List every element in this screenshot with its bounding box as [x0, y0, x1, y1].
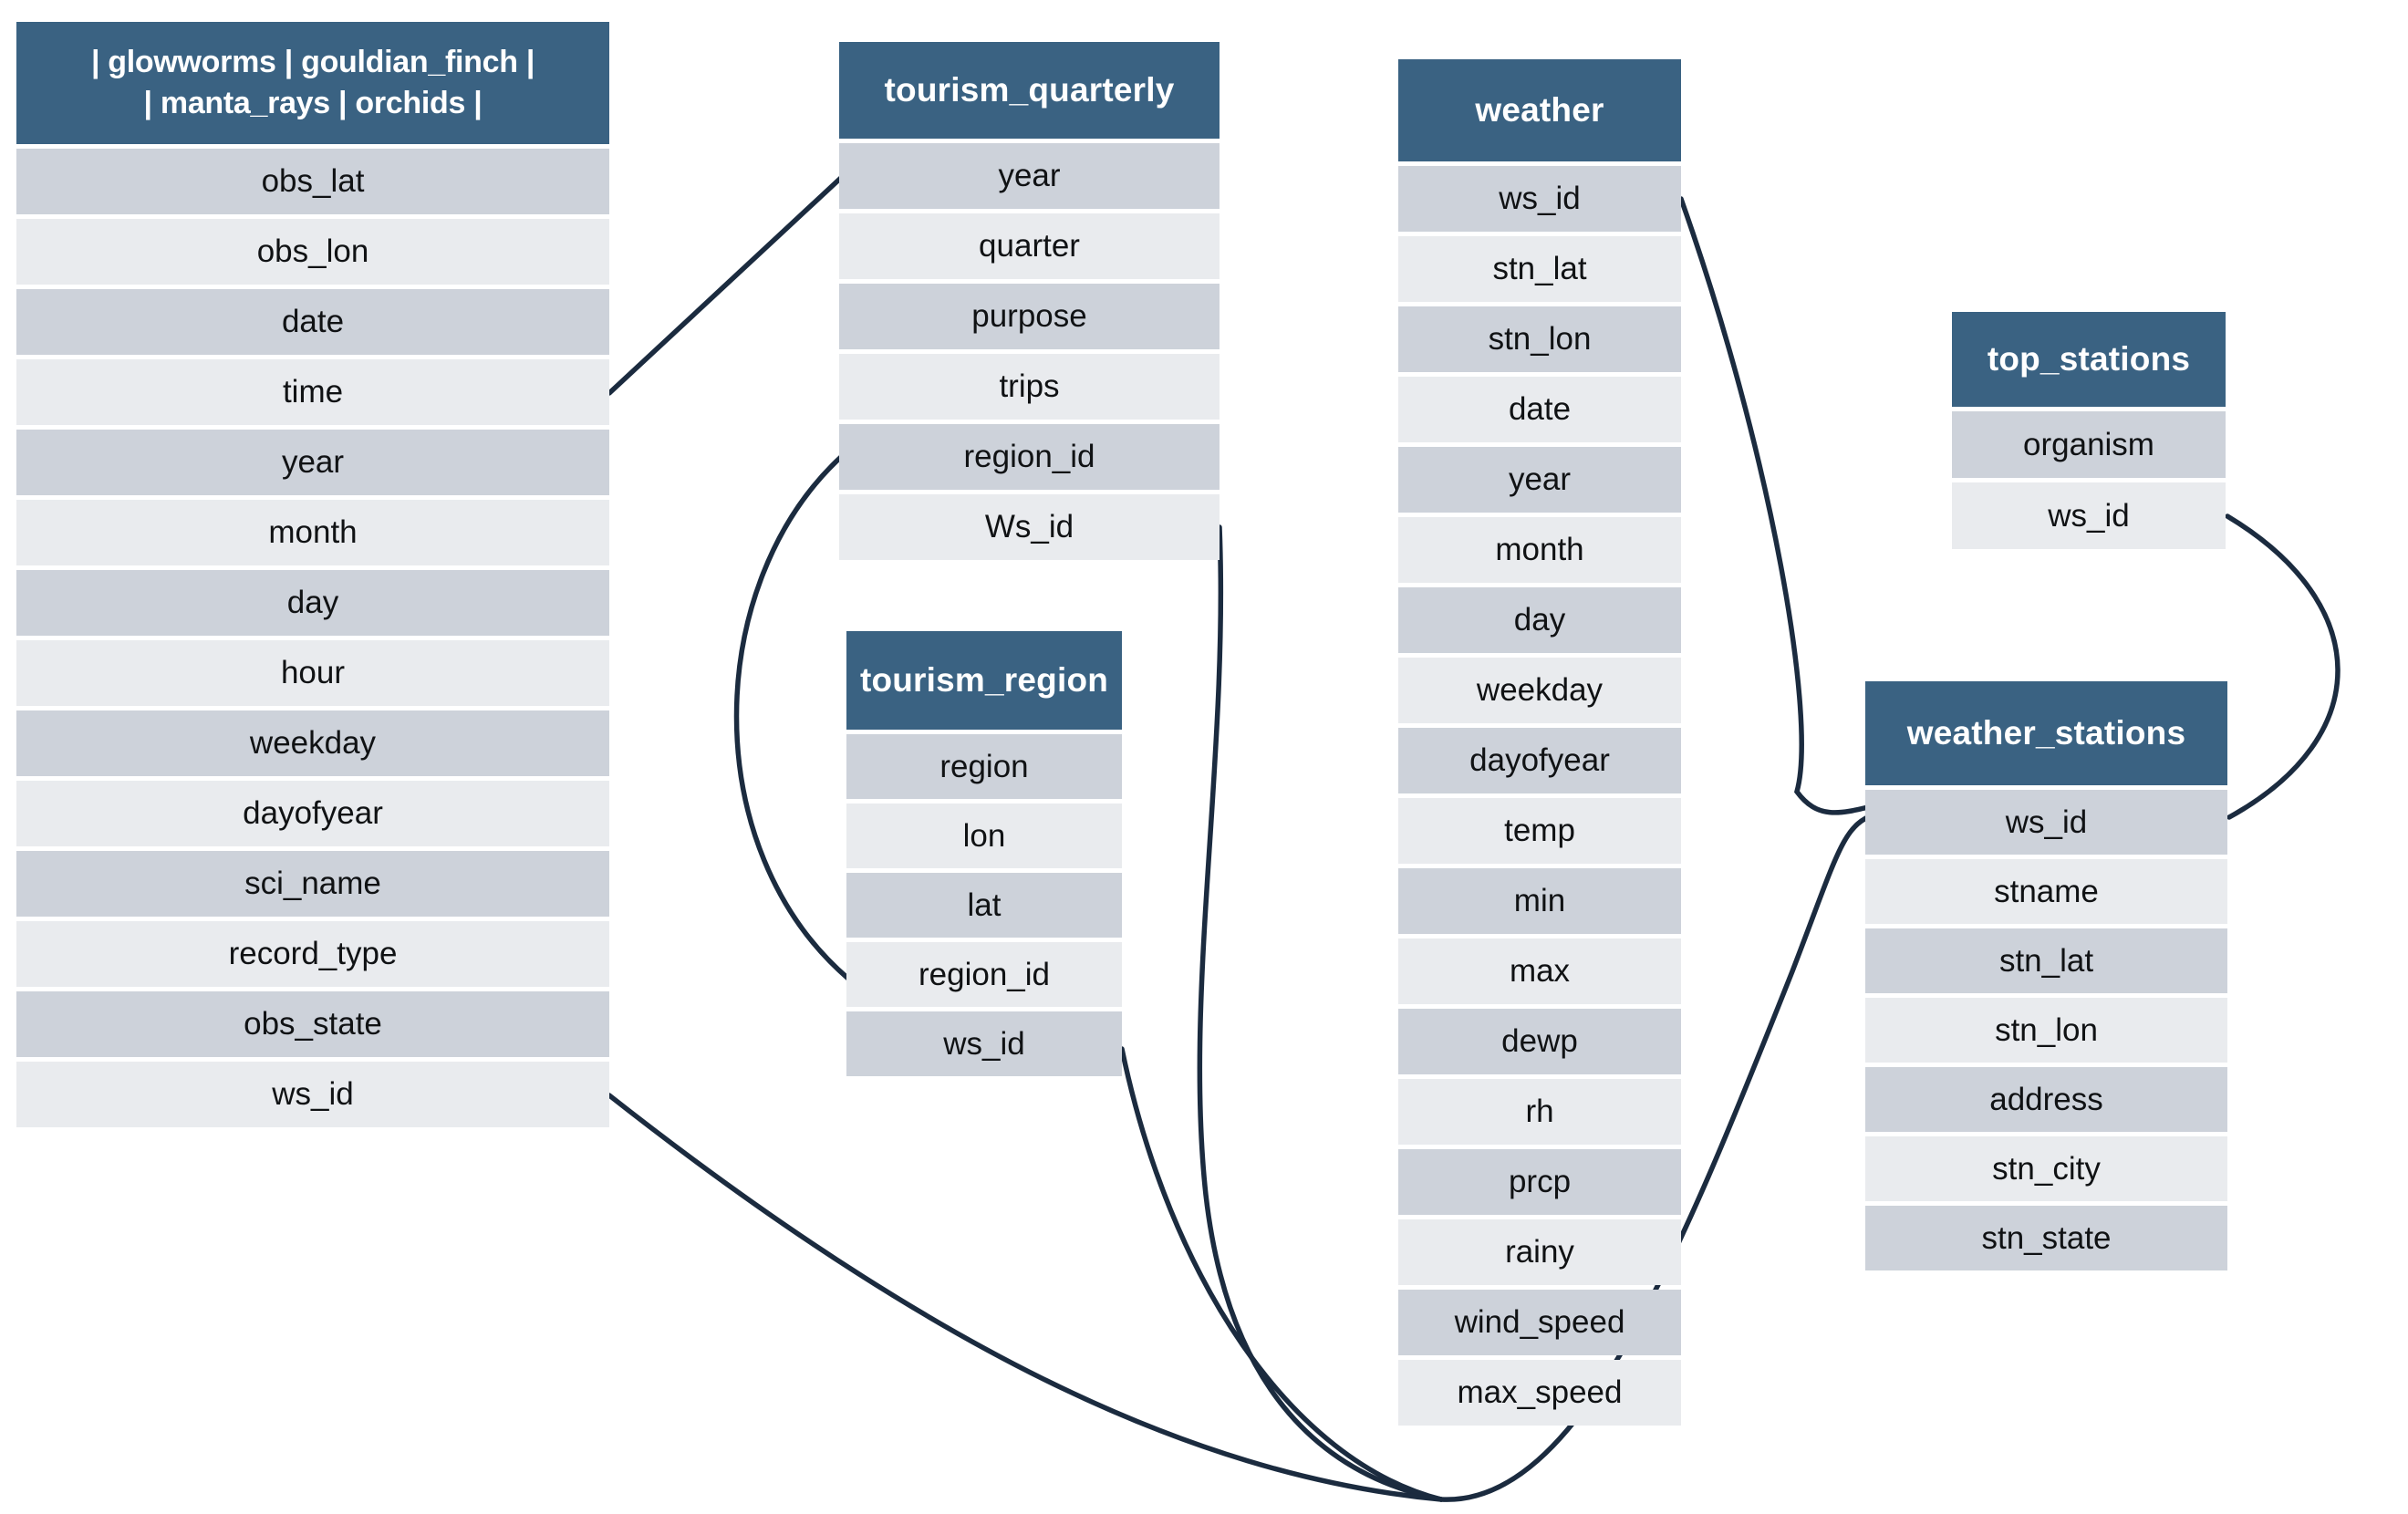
field-row: year [16, 430, 609, 495]
field-row: dewp [1398, 1009, 1681, 1074]
field-row: ws_id [846, 1011, 1122, 1076]
field-row: temp [1398, 798, 1681, 864]
field-row: stn_lon [1865, 998, 2227, 1063]
table-weather-stations-title: weather_stations [1906, 713, 2186, 752]
field-row: record_type [16, 921, 609, 987]
table-weather-title: weather [1475, 90, 1604, 129]
field-row: stn_state [1865, 1206, 2227, 1270]
table-top-stations: top_stations organism ws_id [1952, 312, 2226, 549]
field-row: prcp [1398, 1149, 1681, 1215]
table-observations-title-line1: | glowworms | gouldian_finch | [90, 45, 535, 80]
field-row: rh [1398, 1079, 1681, 1145]
field-row: organism [1952, 411, 2226, 478]
field-row: min [1398, 868, 1681, 934]
field-row: max_speed [1398, 1360, 1681, 1426]
table-tourism-quarterly: tourism_quarterly year quarter purpose t… [839, 42, 1220, 560]
field-row: quarter [839, 213, 1220, 279]
field-row: ws_id [16, 1062, 609, 1127]
table-tourism-region: tourism_region region lon lat region_id … [846, 631, 1122, 1076]
field-row: obs_lat [16, 149, 609, 214]
field-row: ws_id [1865, 790, 2227, 855]
field-row: day [1398, 587, 1681, 653]
table-tourism-region-title: tourism_region [859, 660, 1109, 699]
field-row: month [16, 500, 609, 565]
field-row: stn_lat [1865, 928, 2227, 993]
field-row: ws_id [1398, 166, 1681, 232]
field-row: stn_lon [1398, 306, 1681, 372]
field-row: year [1398, 447, 1681, 513]
field-row: hour [16, 640, 609, 706]
table-top-stations-header: top_stations [1952, 312, 2226, 407]
field-row: stn_lat [1398, 236, 1681, 302]
rel-weather-ws-id-to-weather-stations-ws-id [1678, 196, 1874, 815]
field-row: rainy [1398, 1219, 1681, 1285]
field-row: purpose [839, 284, 1220, 349]
field-row: day [16, 570, 609, 636]
field-row: dayofyear [16, 781, 609, 846]
rel-tourism-region-ws-id-to-junction [1119, 1046, 1444, 1502]
field-row: year [839, 143, 1220, 209]
field-row: date [1398, 377, 1681, 442]
rel-observations-ws-id-to-junction [607, 1093, 1444, 1502]
table-observations-header: | glowworms | gouldian_finch | | manta_r… [16, 22, 609, 144]
field-row: region_id [839, 424, 1220, 490]
field-row: obs_state [16, 991, 609, 1057]
field-row: weekday [16, 710, 609, 776]
rel-observations-time-to-tourism-quarterly-year [607, 174, 845, 396]
field-row: max [1398, 938, 1681, 1004]
field-row: ws_id [1952, 482, 2226, 549]
table-tourism-quarterly-header: tourism_quarterly [839, 42, 1220, 139]
table-tourism-quarterly-rows: year quarter purpose trips region_id Ws_… [839, 143, 1220, 560]
rel-tourism-quarterly-region-id-to-tourism-region-region-id [733, 454, 851, 981]
table-top-stations-title: top_stations [1987, 339, 2191, 378]
field-row: obs_lon [16, 219, 609, 285]
table-observations: | glowworms | gouldian_finch | | manta_r… [16, 22, 609, 1127]
table-tourism-region-header: tourism_region [846, 631, 1122, 730]
table-weather: weather ws_id stn_lat stn_lon date year … [1398, 59, 1681, 1426]
field-row: address [1865, 1067, 2227, 1132]
rel-top-stations-ws-id-to-weather-stations-ws-id [2225, 513, 2341, 820]
table-top-stations-rows: organism ws_id [1952, 411, 2226, 549]
field-row: stn_city [1865, 1136, 2227, 1201]
field-row: time [16, 359, 609, 425]
table-weather-stations-rows: ws_id stname stn_lat stn_lon address stn… [1865, 790, 2227, 1270]
field-row: wind_speed [1398, 1290, 1681, 1355]
field-row: Ws_id [839, 494, 1220, 560]
field-row: weekday [1398, 658, 1681, 723]
table-weather-stations-header: weather_stations [1865, 681, 2227, 785]
field-row: lat [846, 873, 1122, 938]
field-row: trips [839, 354, 1220, 420]
table-observations-rows: obs_lat obs_lon date time year month day… [16, 149, 609, 1127]
field-row: month [1398, 517, 1681, 583]
field-row: dayofyear [1398, 728, 1681, 793]
field-row: region [846, 734, 1122, 799]
field-row: sci_name [16, 851, 609, 917]
field-row: region_id [846, 942, 1122, 1007]
table-weather-rows: ws_id stn_lat stn_lon date year month da… [1398, 166, 1681, 1426]
field-row: stname [1865, 859, 2227, 924]
table-weather-stations: weather_stations ws_id stname stn_lat st… [1865, 681, 2227, 1270]
table-observations-title-line2: | manta_rays | orchids | [143, 86, 483, 120]
field-row: lon [846, 804, 1122, 868]
table-weather-header: weather [1398, 59, 1681, 161]
field-row: date [16, 289, 609, 355]
table-tourism-quarterly-title: tourism_quarterly [884, 70, 1175, 109]
table-tourism-region-rows: region lon lat region_id ws_id [846, 734, 1122, 1076]
